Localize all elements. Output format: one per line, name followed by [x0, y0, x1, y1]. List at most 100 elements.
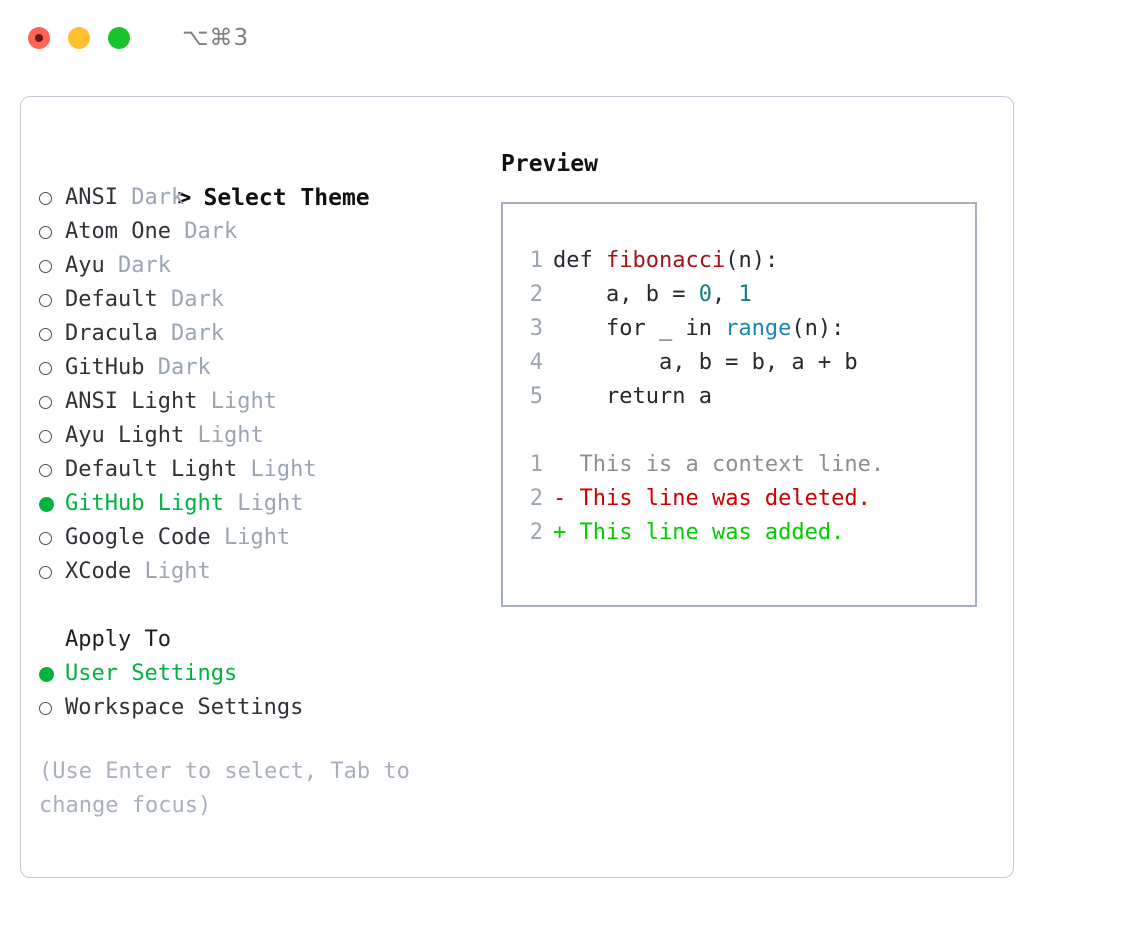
theme-option-variant: Light — [250, 457, 317, 482]
diff-preview-block: 1 This is a context line.2- This line wa… — [517, 448, 975, 550]
theme-option-variant: Dark — [118, 253, 171, 278]
apply-to-heading: Apply To — [65, 627, 171, 652]
theme-option-default[interactable]: Default Dark — [39, 283, 491, 317]
line-number: 2 — [529, 282, 543, 307]
theme-option-variant: Dark — [170, 287, 224, 312]
code-line: 2 a, b = 0, 1 — [517, 278, 975, 312]
code-line: 5 return a — [517, 380, 975, 414]
radio-selected-icon — [39, 666, 65, 682]
theme-option-label: Dracula — [65, 321, 158, 346]
radio-mark — [39, 666, 54, 682]
theme-option-xcode[interactable]: XCode Light — [39, 555, 491, 589]
theme-option-ayu-light[interactable]: Ayu Light Light — [39, 419, 491, 453]
label-gap — [197, 385, 210, 419]
label-gap — [131, 555, 144, 589]
theme-option-atom-one[interactable]: Atom One Dark — [39, 215, 491, 249]
theme-option-github[interactable]: GitHub Dark — [39, 351, 491, 385]
diff-text: This is a context line. — [579, 452, 885, 477]
theme-option-variant: Dark — [157, 355, 211, 380]
theme-option-variant: Dark — [184, 219, 238, 244]
radio-mark — [39, 259, 52, 273]
label-gap — [144, 351, 157, 385]
radio-mark — [39, 293, 52, 307]
theme-option-label: Atom One — [65, 219, 171, 244]
theme-option-label: Google Code — [65, 525, 211, 550]
diff-marker — [553, 452, 580, 477]
apply-to-option-workspace-settings[interactable]: Workspace Settings — [39, 691, 491, 725]
select-theme-title: Select Theme — [203, 185, 370, 211]
theme-option-ansi-light[interactable]: ANSI Light Light — [39, 385, 491, 419]
code-line: 4 a, b = b, a + b — [517, 346, 975, 380]
theme-option-label: Default Light — [65, 457, 238, 482]
line-number: 1 — [529, 248, 543, 273]
radio-unselected-icon — [39, 463, 65, 477]
label-gap — [118, 181, 131, 215]
code-token-plain: a, b = b, a + b — [553, 350, 858, 375]
theme-option-variant: Dark — [170, 321, 224, 346]
theme-option-ayu[interactable]: Ayu Dark — [39, 249, 491, 283]
code-line: 1 def fibonacci(n): — [517, 244, 975, 278]
label-gap — [237, 453, 250, 487]
radio-unselected-icon — [39, 361, 65, 375]
radio-mark — [39, 429, 52, 443]
line-number: 4 — [529, 350, 543, 375]
theme-option-variant: Light — [197, 423, 264, 448]
radio-unselected-icon — [39, 191, 65, 205]
theme-option-label: XCode — [65, 559, 132, 584]
radio-mark — [39, 327, 52, 341]
radio-mark — [39, 496, 54, 512]
code-token-plain: (n): — [791, 316, 845, 341]
theme-option-google-code[interactable]: Google Code Light — [39, 521, 491, 555]
code-token-plain: a, b = — [553, 282, 699, 307]
code-token-plain: (n): — [725, 248, 779, 273]
label-gap — [211, 521, 224, 555]
list-spacer — [39, 589, 491, 623]
apply-to-option-label: User Settings — [65, 661, 238, 686]
theme-option-default-light[interactable]: Default Light Light — [39, 453, 491, 487]
close-window-button[interactable] — [28, 27, 50, 49]
radio-mark — [39, 191, 52, 205]
theme-option-variant: Light — [223, 525, 291, 550]
select-theme-heading: > Select Theme — [39, 147, 491, 211]
radio-selected-icon — [39, 496, 65, 512]
diff-line-add: 2+ This line was added. — [517, 516, 975, 550]
apply-to-option-label: Workspace Settings — [65, 695, 304, 720]
theme-option-ansi[interactable]: ANSI Dark — [39, 181, 491, 215]
radio-mark — [39, 395, 52, 409]
radio-unselected-icon — [39, 395, 65, 409]
diff-line-del: 2- This line was deleted. — [517, 482, 975, 516]
minimize-window-button[interactable] — [68, 27, 90, 49]
zoom-window-button[interactable] — [108, 27, 130, 49]
window-controls — [28, 27, 130, 49]
label-gap — [171, 215, 184, 249]
radio-unselected-icon — [39, 293, 65, 307]
code-line: 3 for _ in range(n): — [517, 312, 975, 346]
code-token-plain: return a — [553, 384, 712, 409]
code-token-plain: def — [553, 248, 606, 273]
close-icon — [35, 34, 43, 42]
theme-option-github-light[interactable]: GitHub Light Light — [39, 487, 491, 521]
caret-icon: > — [177, 185, 192, 211]
radio-unselected-icon — [39, 565, 65, 579]
theme-option-variant: Dark — [131, 185, 185, 210]
theme-option-dracula[interactable]: Dracula Dark — [39, 317, 491, 351]
diff-marker: + — [553, 520, 580, 545]
keyboard-hint-text: (Use Enter to select, Tab to change focu… — [39, 759, 410, 818]
line-number: 3 — [529, 316, 543, 341]
radio-mark — [39, 565, 52, 579]
diff-text: This line was deleted. — [579, 486, 871, 511]
apply-to-option-user-settings[interactable]: User Settings — [39, 657, 491, 691]
theme-option-variant: Light — [144, 559, 211, 584]
line-number: 2 — [529, 520, 543, 545]
label-gap — [184, 419, 197, 453]
code-token-call: range — [725, 316, 792, 341]
code-token-fn: fibonacci — [605, 248, 726, 273]
